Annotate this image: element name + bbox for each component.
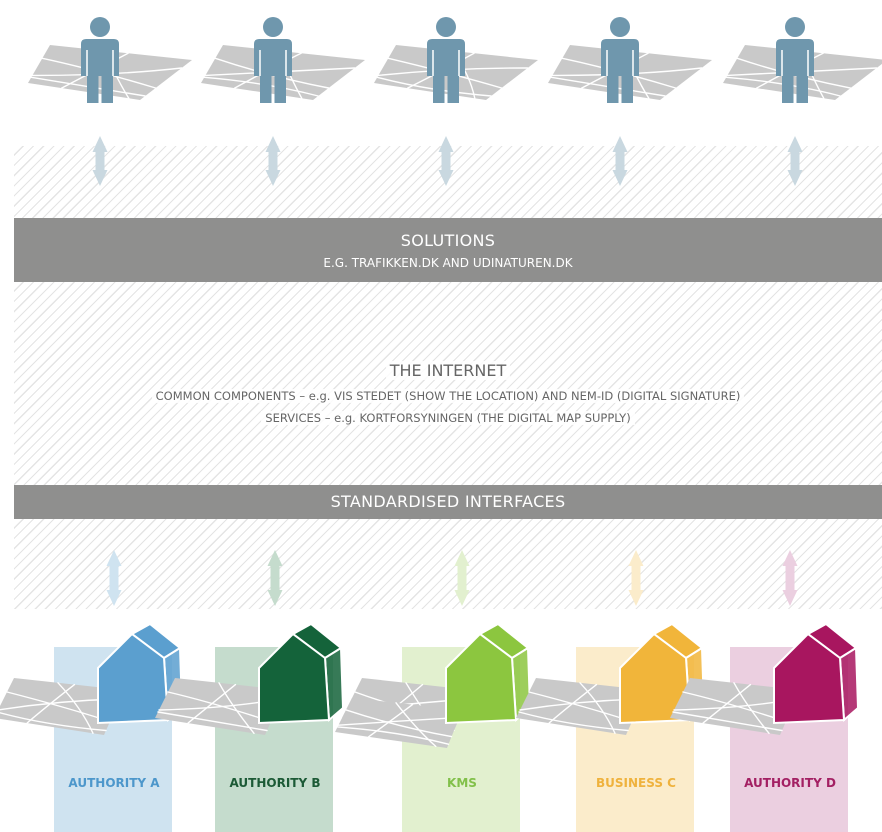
provider-group [0, 622, 184, 735]
solutions-title: SOLUTIONS [400, 231, 496, 250]
provider-access-arrow [106, 550, 122, 606]
internet-components-row: COMMON COMPONENTS – e.g. VIS STEDET (SHO… [14, 389, 882, 403]
internet-services-text: SERVICES – e.g. KORTFORSYNINGEN (THE DIG… [261, 411, 635, 425]
solutions-subtitle: E.G. TRAFIKKEN.DK AND UDINATUREN.DK [323, 256, 573, 270]
user-access-arrow [787, 136, 803, 186]
user-group [374, 17, 538, 103]
house-front [258, 632, 331, 725]
house-front [773, 632, 846, 725]
person-head [263, 17, 283, 37]
internet-title-row: THE INTERNET [14, 361, 882, 380]
user-access-arrow [265, 136, 281, 186]
provider-label: AUTHORITY D [744, 776, 836, 790]
internet-hatch [14, 282, 882, 485]
provider-group [155, 622, 345, 735]
user-group [28, 17, 192, 103]
provider-label: AUTHORITY B [229, 776, 321, 790]
interfaces-title: STANDARDISED INTERFACES [330, 492, 566, 511]
internet-services-row: SERVICES – e.g. KORTFORSYNINGEN (THE DIG… [14, 411, 882, 425]
internet-title: THE INTERNET [385, 361, 511, 380]
person-body [776, 39, 814, 103]
provider-access-arrow [628, 550, 644, 606]
user-access-arrow [92, 136, 108, 186]
provider-access-arrow [782, 550, 798, 606]
provider-label: BUSINESS C [596, 776, 676, 790]
provider-label: KMS [447, 776, 477, 790]
standardised-interfaces-band: STANDARDISED INTERFACES [14, 485, 882, 519]
person-body [601, 39, 639, 103]
provider-group [516, 622, 706, 735]
provider-group [670, 622, 860, 735]
person-body [254, 39, 292, 103]
person-body [81, 39, 119, 103]
house-front [445, 632, 518, 725]
map-tile [335, 698, 462, 748]
provider-access-arrow [454, 550, 470, 606]
interface-access-hatch [14, 519, 882, 609]
provider-group [335, 622, 532, 748]
user-access-arrow [438, 136, 454, 186]
person-head [785, 17, 805, 37]
person-head [610, 17, 630, 37]
person-head [436, 17, 456, 37]
solutions-band: SOLUTIONS E.G. TRAFIKKEN.DK AND UDINATUR… [14, 218, 882, 282]
provider-label: AUTHORITY A [68, 776, 160, 790]
person-body [427, 39, 465, 103]
house-front [97, 632, 170, 725]
internet-components-text: COMMON COMPONENTS – e.g. VIS STEDET (SHO… [151, 389, 745, 403]
user-access-arrow [612, 136, 628, 186]
user-group [723, 17, 882, 103]
provider-access-arrow [267, 550, 283, 606]
person-head [90, 17, 110, 37]
user-group [201, 17, 365, 103]
user-group [548, 17, 712, 103]
